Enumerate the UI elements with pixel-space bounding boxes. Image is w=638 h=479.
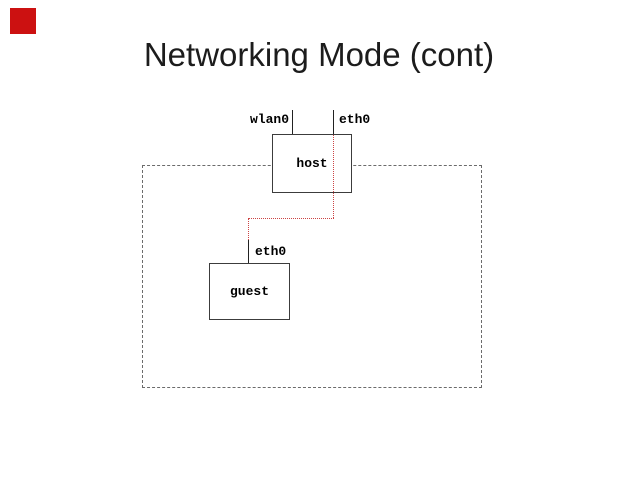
host-eth0-label: eth0 [339, 112, 371, 127]
host-node-label: host [296, 156, 328, 171]
guest-node-label: guest [229, 284, 269, 299]
connection-path-horizontal [248, 218, 334, 219]
connection-path-vertical-to-guest [248, 219, 249, 240]
connection-path-vertical-from-host [333, 135, 334, 218]
guest-eth0-label: eth0 [255, 244, 287, 259]
host-wlan0-connector-line [292, 110, 293, 134]
host-eth0-connector-line [333, 110, 334, 134]
network-boundary-box [142, 165, 482, 388]
slide-accent-square [10, 8, 36, 34]
host-wlan0-label: wlan0 [250, 112, 290, 127]
host-node-box: host [272, 134, 352, 193]
slide-title: Networking Mode (cont) [143, 36, 495, 73]
guest-node-box: guest [209, 263, 290, 320]
guest-eth0-connector-line [248, 240, 249, 263]
